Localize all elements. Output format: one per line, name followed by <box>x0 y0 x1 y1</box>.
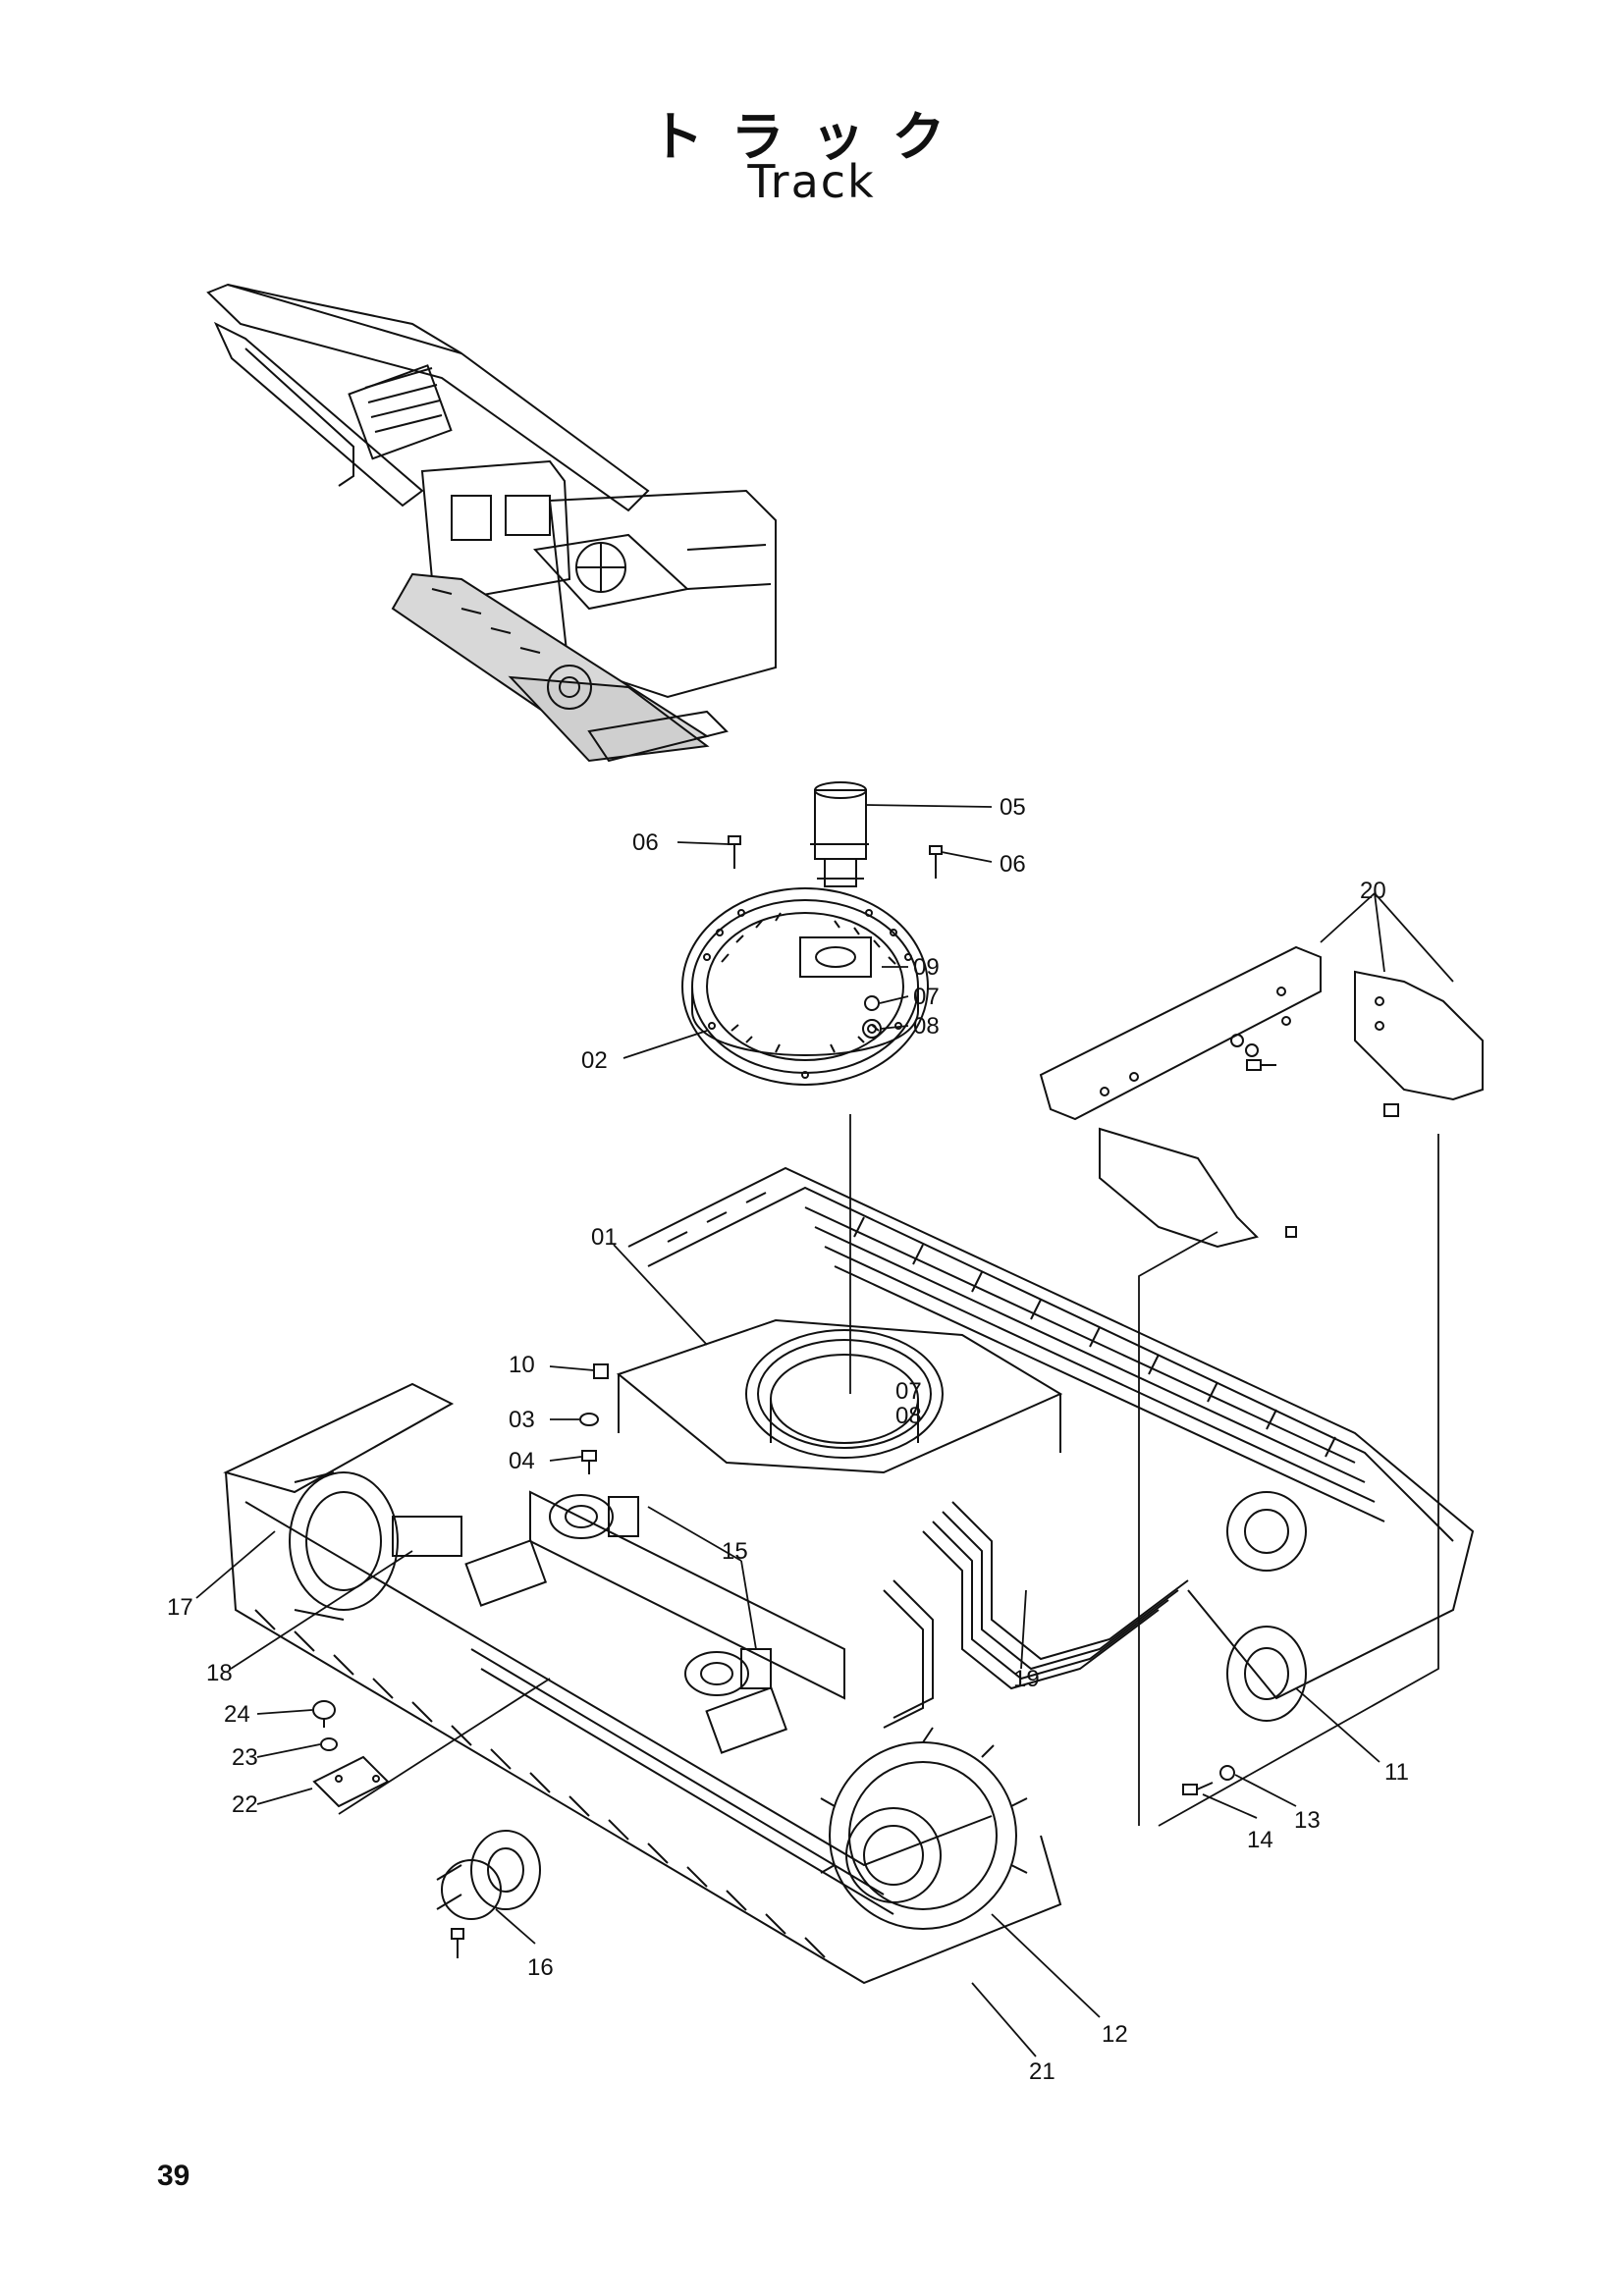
callout-23: 23 <box>232 1744 258 1771</box>
swing-motor <box>799 781 872 978</box>
callout-09: 09 <box>913 954 940 981</box>
center-frame <box>616 1318 1063 1474</box>
callout-04: 04 <box>509 1448 535 1474</box>
swing-bearing-ring <box>681 887 929 1086</box>
washer-03 <box>579 1413 599 1426</box>
callout-10: 10 <box>509 1352 535 1378</box>
callout-05: 05 <box>1000 794 1026 821</box>
callout-11: 11 <box>1384 1759 1409 1786</box>
leader-lines <box>195 804 1454 2057</box>
page-number: 39 <box>157 2160 190 2192</box>
track-roller-16 <box>436 1830 541 1958</box>
callout-22: 22 <box>232 1791 258 1818</box>
callout-24: 24 <box>224 1701 250 1728</box>
callout-08-top: 08 <box>913 1013 940 1040</box>
bolt-10 <box>593 1363 609 1379</box>
callout-15: 15 <box>722 1538 748 1565</box>
washer-23 <box>320 1737 338 1751</box>
callout-01: 01 <box>591 1224 618 1251</box>
callout-07-top: 07 <box>913 984 940 1010</box>
carrier-roller-1 <box>549 1494 639 1539</box>
bolt-04 <box>581 1450 597 1474</box>
cover-22 <box>312 1755 390 1808</box>
hydraulic-lines <box>883 1501 1189 1729</box>
sprocket-travel-motor <box>820 1727 1028 1930</box>
callout-12: 12 <box>1102 2021 1128 2048</box>
callout-06-left: 06 <box>632 829 659 856</box>
washer-13 <box>1219 1765 1235 1781</box>
callout-17: 17 <box>167 1594 193 1621</box>
washer-07 <box>864 995 880 1011</box>
callout-18: 18 <box>206 1660 233 1686</box>
callout-07-bottom: 07 <box>895 1378 922 1405</box>
callout-21: 21 <box>1029 2058 1055 2085</box>
callout-03: 03 <box>509 1407 535 1433</box>
callout-16: 16 <box>527 1954 554 1981</box>
plug-24 <box>312 1700 336 1728</box>
track-frame-right <box>627 1166 1475 1700</box>
rear-idler-right <box>1226 1626 1307 1722</box>
callout-02: 02 <box>581 1047 608 1074</box>
bolt-06-left <box>728 835 741 869</box>
page-title-jp: トラック <box>650 106 973 168</box>
callout-06-right: 06 <box>1000 851 1026 878</box>
callout-13: 13 <box>1294 1807 1321 1834</box>
callout-19: 19 <box>1013 1666 1040 1692</box>
callout-14: 14 <box>1247 1827 1273 1853</box>
bolt-14 <box>1182 1782 1214 1795</box>
excavator-overview-illustration <box>206 283 777 763</box>
callout-08-bottom: 08 <box>895 1403 922 1429</box>
nut-08 <box>862 1019 882 1039</box>
callout-20: 20 <box>1360 878 1386 904</box>
page-title-en: Track <box>747 155 876 208</box>
bolt-06-right <box>929 845 943 879</box>
callout-labels: 05 06 06 09 07 08 02 20 01 10 07 08 03 0… <box>167 794 1409 2085</box>
front-idler <box>289 1471 462 1621</box>
track-guard-plates <box>1039 945 1484 1249</box>
